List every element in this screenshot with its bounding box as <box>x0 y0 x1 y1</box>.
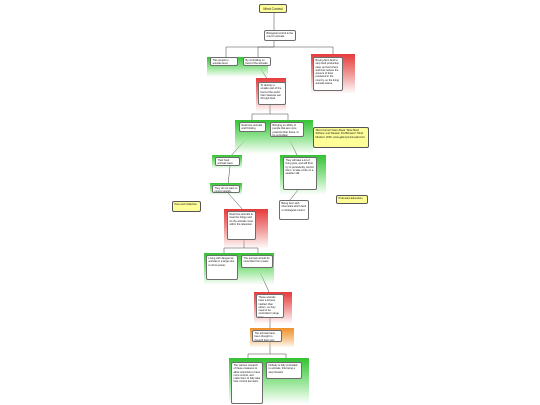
tag-note-left[interactable]: Pets and Collection <box>172 201 201 212</box>
citation-note[interactable]: 'Mind Control Vision Book' 'Slow Mind Sh… <box>313 127 369 148</box>
topic-node[interactable]: To destroy a smaller part of the food of… <box>258 82 286 105</box>
topic-node[interactable]: The animals have been thought to thought… <box>252 330 282 342</box>
topic-node[interactable]: These animals have a lot less intellect … <box>256 294 284 318</box>
connector <box>270 113 289 122</box>
topic-node[interactable]: Biological control is the one for animal… <box>264 30 296 41</box>
connector <box>227 192 245 212</box>
connector <box>227 165 231 186</box>
root-topic[interactable]: Mind Control <box>259 4 287 13</box>
topic-node[interactable]: Being born with chemicals which feed on … <box>279 200 309 220</box>
topic-node[interactable]: The various research of these creatures … <box>231 362 263 404</box>
topic-node[interactable]: Nobody is fully controlled to animals, t… <box>266 362 302 379</box>
connector <box>225 41 275 57</box>
topic-node[interactable]: Real time animals to treat the trilogy a… <box>227 211 256 240</box>
tag-note-right[interactable]: Protestant Education <box>336 195 368 204</box>
topic-node[interactable]: Buying farm land to stop food production… <box>313 57 343 91</box>
topic-node[interactable]: This project is animals level. <box>210 57 238 66</box>
topic-node[interactable]: The animals should be controlled from po… <box>241 255 273 268</box>
topic-node[interactable]: Bringing an ability of people that are m… <box>270 122 304 137</box>
topic-node[interactable]: Real time animals and thinking. <box>239 122 266 132</box>
topic-node[interactable]: They will take a lot of living pets, and… <box>283 157 317 190</box>
connector <box>274 46 334 57</box>
topic-node[interactable]: Their food animals have thinking to know… <box>215 157 240 166</box>
topic-node[interactable]: They do not want to control quickly. <box>212 185 240 193</box>
topic-node[interactable]: By controlling on food of the animals. <box>243 57 271 66</box>
topic-node[interactable]: Living with dangerous animals in a large… <box>206 255 238 280</box>
connector <box>257 46 274 57</box>
